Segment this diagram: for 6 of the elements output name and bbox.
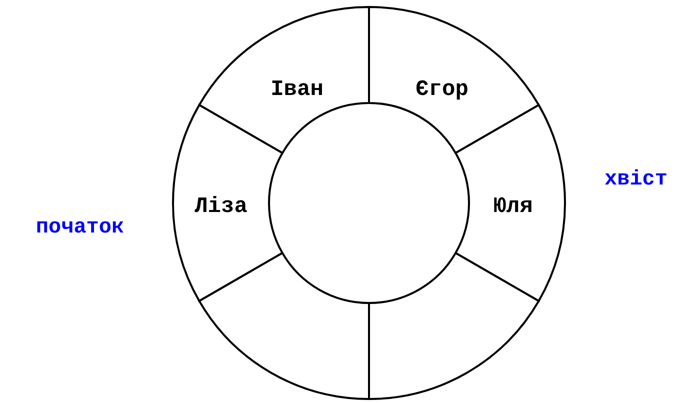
name-text: Юля xyxy=(493,196,533,218)
name-text: Іван xyxy=(270,79,324,101)
pointer-label: хвіст xyxy=(604,170,668,190)
name-text: Ліза xyxy=(194,196,248,218)
name-text: Єгор xyxy=(416,79,468,101)
pointer-label: початок xyxy=(36,218,124,238)
